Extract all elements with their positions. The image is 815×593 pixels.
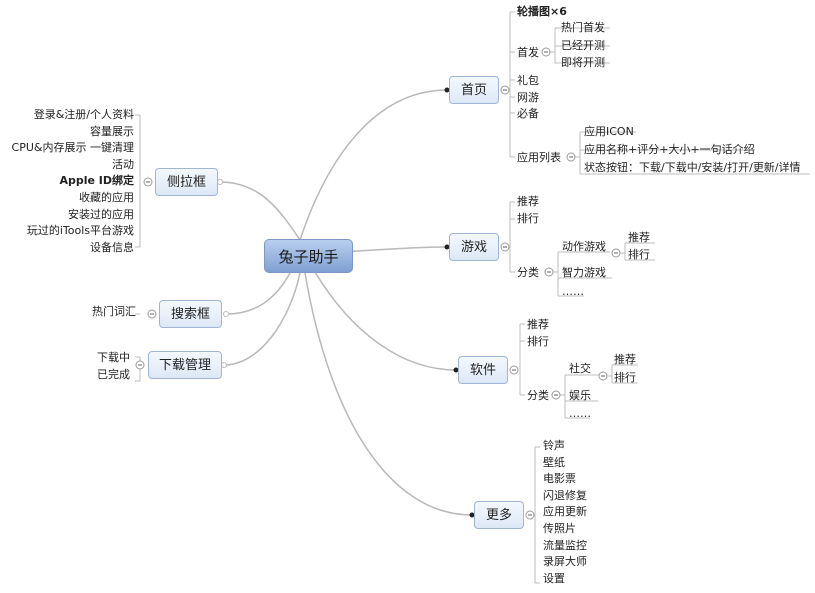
software-social: 社交 [569, 362, 591, 375]
node-software[interactable]: 软件 [458, 356, 508, 384]
app-list-item: 应用名称+评分+大小+一句话介绍 [584, 143, 755, 156]
software-social-item: 推荐 [614, 353, 636, 366]
node-games[interactable]: 游戏 [449, 233, 499, 261]
node-sidebar[interactable]: 侧拉框 [155, 168, 218, 196]
app-list-item: 应用ICON [584, 125, 634, 138]
node-home[interactable]: 首页 [449, 76, 499, 104]
games-more: …… [562, 285, 584, 298]
sidebar-items: 登录&注册/个人资料 容量展示 CPU&内存展示 一键清理 活动 Apple I… [0, 107, 134, 256]
software-category: 分类 [527, 389, 549, 402]
download-item: 下载中 [97, 351, 130, 364]
more-item: 壁纸 [543, 455, 565, 469]
first-release-item: 热门首发 [561, 21, 605, 34]
more-items: 铃声 壁纸 电影票 闪退修复 应用更新 传照片 流量监控 录屏大师 设置 [543, 438, 587, 587]
home-item: 必备 [517, 107, 539, 120]
sidebar-item: 收藏的应用 [79, 190, 134, 204]
software-item: 推荐 [527, 318, 549, 331]
more-item: 应用更新 [543, 505, 587, 519]
games-item: 排行 [517, 212, 539, 225]
sidebar-item: 登录&注册/个人资料 [33, 108, 134, 121]
home-first-release: 首发 [517, 46, 539, 59]
games-action-item: 推荐 [628, 231, 650, 244]
sidebar-item: 活动 [112, 157, 134, 171]
node-search[interactable]: 搜索框 [159, 300, 222, 328]
sidebar-item: 容量展示 [90, 124, 134, 138]
games-puzzle: 智力游戏 [562, 266, 606, 279]
download-item: 已完成 [97, 368, 130, 381]
more-item: 设置 [543, 571, 565, 585]
software-item: 排行 [527, 335, 549, 348]
home-item: 礼包 [517, 74, 539, 87]
games-action-item: 排行 [628, 248, 650, 261]
more-item: 铃声 [543, 439, 565, 452]
games-item: 推荐 [517, 195, 539, 208]
more-item: 流量监控 [543, 538, 587, 552]
more-item: 录屏大师 [543, 555, 587, 569]
home-app-list: 应用列表 [517, 151, 561, 164]
search-item: 热门词汇 [92, 305, 136, 318]
node-download[interactable]: 下载管理 [148, 351, 222, 379]
software-more: …… [569, 407, 591, 420]
sidebar-item: 安装过的应用 [68, 207, 134, 221]
central-topic[interactable]: 兔子助手 [264, 239, 353, 273]
home-carousel: 轮播图×6 [517, 5, 567, 18]
sidebar-item: 玩过的iTools平台游戏 [26, 224, 134, 238]
more-item: 传照片 [543, 521, 576, 535]
node-more[interactable]: 更多 [474, 501, 524, 529]
first-release-item: 已经开测 [561, 39, 605, 52]
sidebar-item: 设备信息 [90, 240, 134, 254]
games-category: 分类 [517, 266, 539, 279]
sidebar-item: Apple ID绑定 [59, 174, 134, 188]
first-release-item: 即将开测 [561, 56, 605, 69]
games-action: 动作游戏 [562, 240, 606, 253]
home-item: 网游 [517, 91, 539, 104]
app-list-item: 状态按钮：下载/下载中/安装/打开/更新/详情 [584, 161, 801, 174]
software-ent: 娱乐 [569, 389, 591, 402]
more-item: 电影票 [543, 472, 576, 486]
sidebar-item: CPU&内存展示 一键清理 [11, 141, 134, 155]
software-social-item: 排行 [614, 371, 636, 384]
more-item: 闪退修复 [543, 488, 587, 502]
